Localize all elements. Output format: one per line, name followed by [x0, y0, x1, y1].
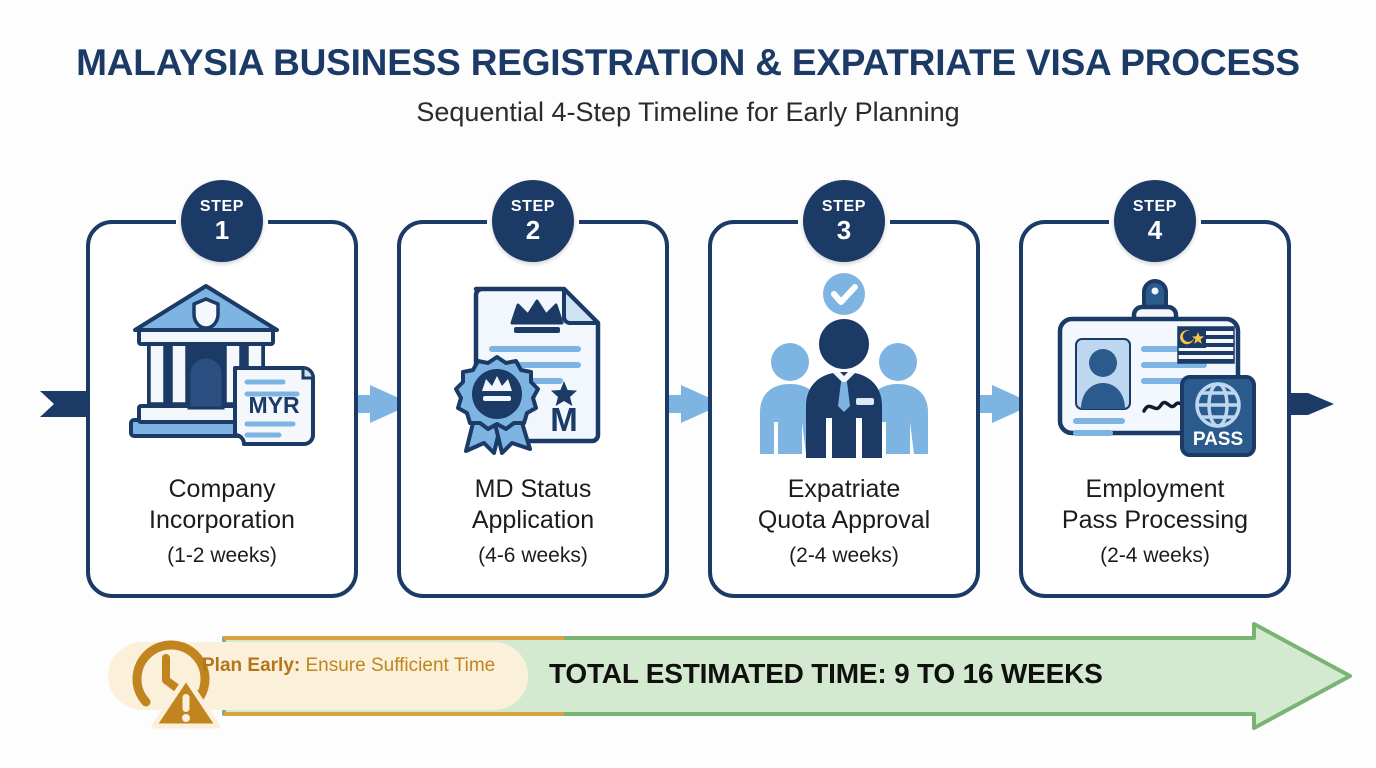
step-badge-4-number: 4 [1147, 215, 1163, 245]
step-4-title-line2: Pass Processing [1061, 506, 1249, 535]
step-1-title-line1: Company [168, 475, 276, 503]
plan-early-note: Plan Early: Ensure Sufficient Time [202, 654, 502, 679]
step-3-icon [712, 272, 976, 462]
step-4-title-line1: Employment [1085, 475, 1225, 503]
m-monogram-label: M [550, 401, 578, 438]
step-1-title-line2: Incorporation [149, 506, 295, 535]
globe-icon [1194, 382, 1241, 428]
step-badge-2-word: STEP [510, 198, 556, 215]
check-circle-icon [823, 273, 865, 315]
government-building-myr-scroll-icon: MYR [129, 283, 315, 446]
step-4-duration: (2-4 weeks) [1100, 543, 1210, 567]
step-badge-3[interactable]: STEP 3 [803, 180, 885, 262]
total-time-label: TOTAL ESTIMATED TIME: 9 TO 16 WEEKS [549, 658, 1103, 689]
step-4-icon: PASS [1023, 272, 1287, 462]
step-3-caption: Expatriate Quota Approval (2-4 weeks) [720, 474, 968, 568]
summary-banner-graphics [108, 622, 1352, 730]
myr-label: MYR [248, 392, 300, 418]
step-2-duration: (4-6 weeks) [478, 543, 588, 567]
step-badge-3-number: 3 [836, 215, 852, 245]
certificate-award-rosette-icon: M [453, 286, 600, 455]
step-3-duration: (2-4 weeks) [789, 543, 899, 567]
step-1-duration: (1-2 weeks) [167, 543, 277, 567]
step-badge-4-word: STEP [1132, 198, 1178, 215]
step-badge-2-number: 2 [525, 215, 541, 245]
step-badge-1[interactable]: STEP 1 [181, 180, 263, 262]
step-badge-2[interactable]: STEP 2 [492, 180, 574, 262]
step-badge-1-word: STEP [199, 198, 245, 215]
clock-refresh-warning-icon [132, 640, 221, 729]
step-badge-3-word: STEP [821, 198, 867, 215]
step-3-title-line1: Expatriate [787, 475, 901, 503]
step-2-caption: MD Status Application (4-6 weeks) [409, 474, 657, 568]
pass-label: PASS [1192, 429, 1242, 450]
step-4-caption: Employment Pass Processing (2-4 weeks) [1031, 474, 1279, 568]
step-card-1[interactable]: MYR Company Incorporation (1-2 weeks) [86, 218, 358, 598]
page-subtitle: Sequential 4-Step Timeline for Early Pla… [416, 97, 960, 127]
step-2-icon: M [401, 272, 665, 462]
step-3-title-line2: Quota Approval [757, 506, 931, 535]
step-2-title-line2: Application [471, 506, 595, 535]
step-badge-4[interactable]: STEP 4 [1114, 180, 1196, 262]
step-1-caption: Company Incorporation (1-2 weeks) [98, 474, 346, 568]
step-1-icon: MYR [90, 272, 354, 462]
malaysia-flag-icon [1176, 326, 1235, 364]
step-badge-1-number: 1 [214, 215, 230, 245]
step-card-2[interactable]: M MD Status Application (4-6 weeks) [397, 218, 669, 598]
plan-early-strong: Plan Early: [202, 655, 301, 676]
business-team-approved-icon [760, 273, 928, 458]
step-card-3[interactable]: Expatriate Quota Approval (2-4 weeks) [708, 218, 980, 598]
step-card-4[interactable]: PASS Employment Pass Processing (2-4 wee… [1019, 218, 1291, 598]
plan-early-rest: Ensure Sufficient Time [300, 655, 496, 676]
plan-early-pill [108, 642, 528, 710]
step-2-title-line1: MD Status [474, 475, 592, 503]
summary-banner: Plan Early: Ensure Sufficient Time TOTAL… [94, 620, 1356, 732]
page-title: MALAYSIA BUSINESS REGISTRATION & EXPATRI… [76, 42, 1300, 83]
id-badge-passport-icon: PASS [1057, 279, 1256, 457]
